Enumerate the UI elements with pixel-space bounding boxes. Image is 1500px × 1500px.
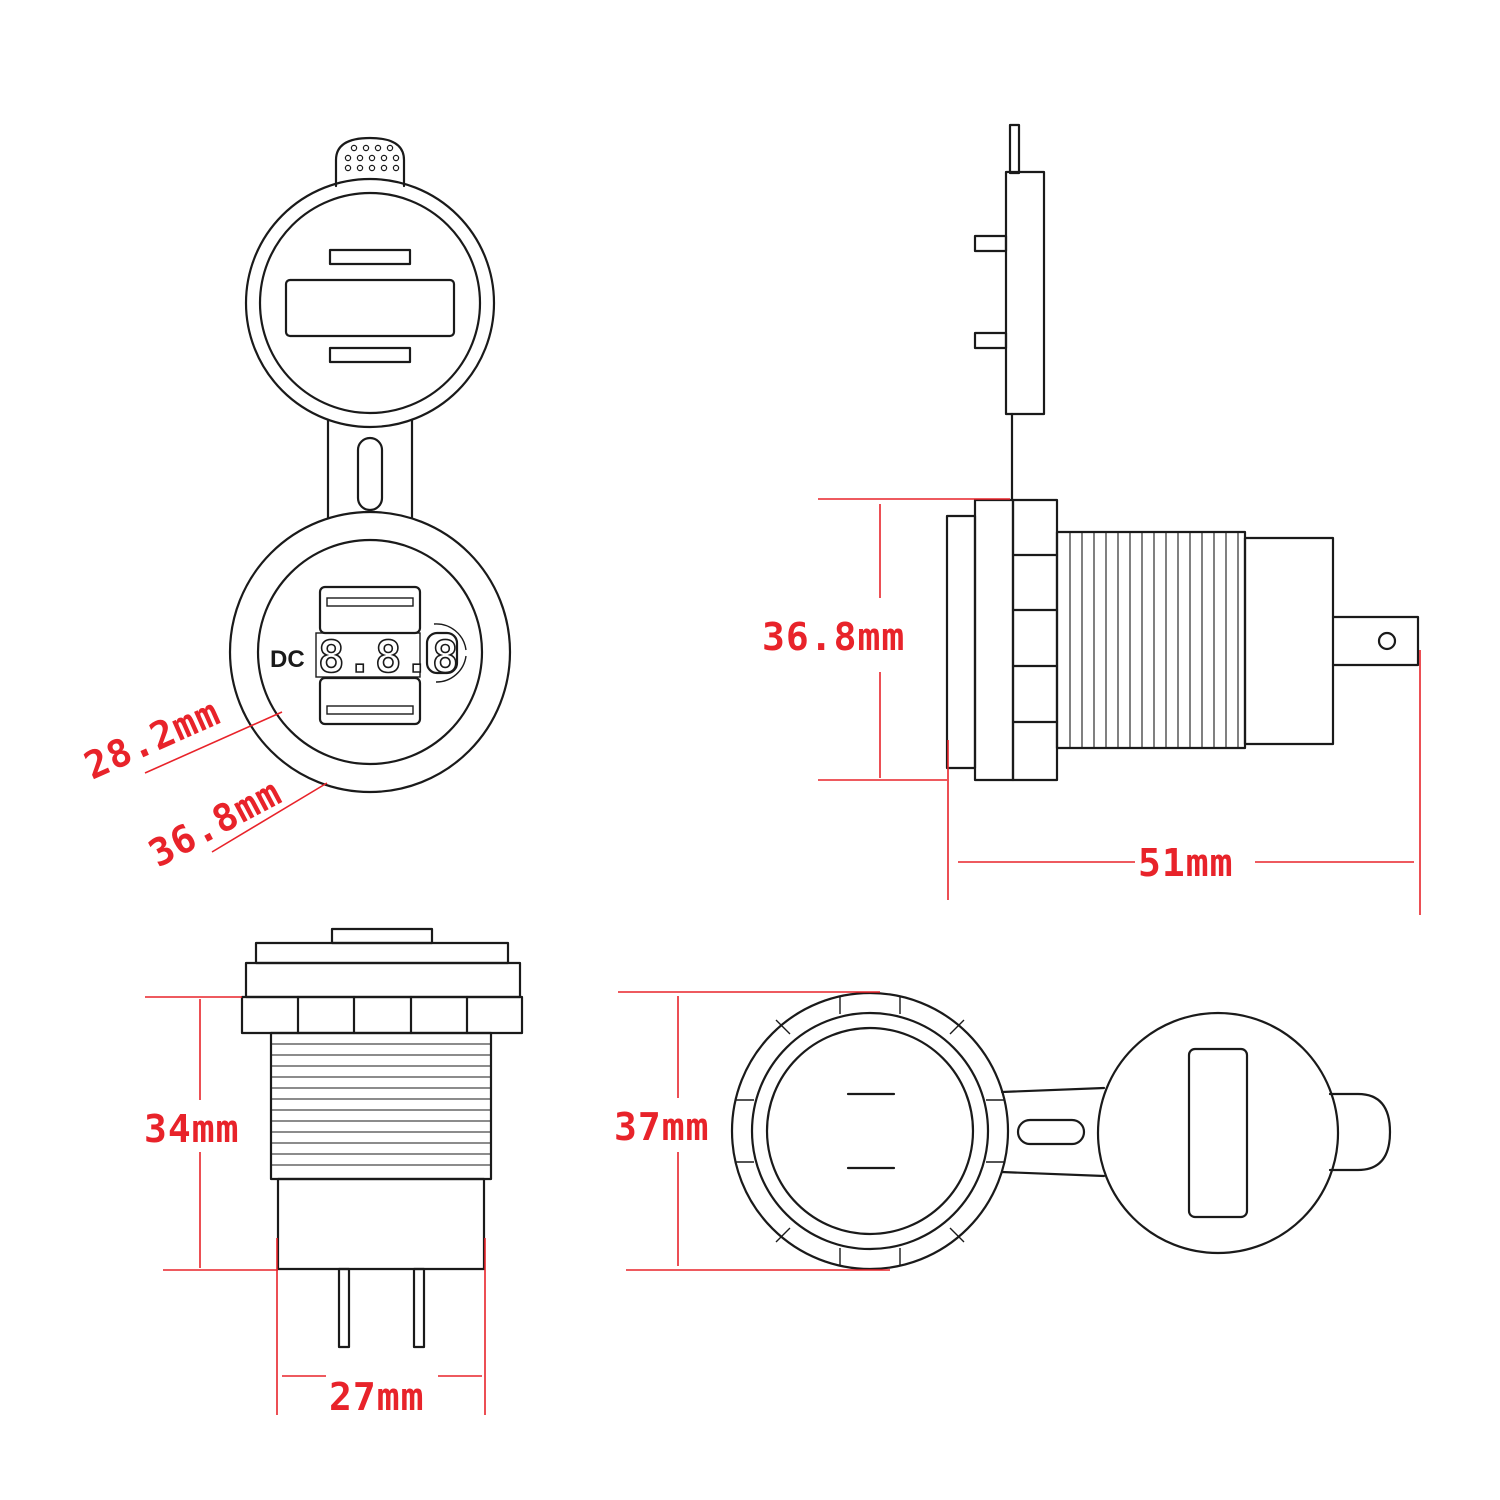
cap-window xyxy=(284,278,456,338)
tv-strap-slot xyxy=(1016,1118,1086,1146)
usb-port-bottom-tongue xyxy=(326,705,414,715)
side-cap-peg-bottom xyxy=(973,331,1008,350)
cap-inner-ring xyxy=(258,191,482,415)
dim-line-outer-diameter xyxy=(211,782,328,853)
bv-nut xyxy=(240,995,524,1035)
dim-overall-length: 51mm xyxy=(1138,841,1234,885)
bv-flange xyxy=(244,961,522,999)
voltmeter-display xyxy=(315,632,421,678)
side-terminal-hole xyxy=(1377,631,1397,651)
dc-label: DC xyxy=(270,646,305,673)
dim-cap-height: 37mm xyxy=(614,1105,710,1149)
cap-slot-top xyxy=(328,248,412,266)
tv-notch-marks xyxy=(736,996,1004,1266)
side-view: 36.8mm 51mm xyxy=(762,123,1421,915)
dim-line-inner-diameter xyxy=(144,711,283,774)
cap-strap xyxy=(326,418,414,520)
usb-port-top-tongue xyxy=(326,597,414,607)
side-cap-pull-tab xyxy=(1008,123,1021,175)
dim-outer-diameter: 36.8mm xyxy=(142,770,289,876)
socket-inner-ring xyxy=(256,538,484,766)
side-rear-housing xyxy=(1243,536,1335,746)
tv-socket-notch-ring xyxy=(750,1011,990,1251)
bv-rear-housing xyxy=(276,1177,486,1271)
cap-outer-ring xyxy=(244,177,496,429)
side-flange xyxy=(973,498,1015,782)
tv-cap-outer xyxy=(1096,1011,1340,1255)
bv-terminal-right xyxy=(412,1267,426,1349)
bottom-view: 34mm 27mm xyxy=(144,927,524,1419)
touch-switch xyxy=(425,631,459,675)
side-cap-peg-top xyxy=(973,234,1008,253)
side-thread-body xyxy=(1055,530,1247,750)
tv-strap xyxy=(1000,1086,1106,1178)
dim-flange-height: 36.8mm xyxy=(762,615,905,659)
cap-pull-tab xyxy=(334,136,406,188)
touch-switch-arc xyxy=(433,623,467,683)
voltmeter-readout: 8.8.8 xyxy=(318,632,460,683)
usb-port-top xyxy=(318,585,422,635)
side-face-ring xyxy=(945,514,977,770)
strap-slot xyxy=(356,436,384,512)
usb-port-bottom xyxy=(318,676,422,726)
top-view: 37mm xyxy=(614,991,1392,1271)
side-thread-lines xyxy=(1069,532,1239,748)
cap-slot-bottom xyxy=(328,346,412,364)
tv-cap-window xyxy=(1187,1047,1249,1219)
side-terminal-blade xyxy=(1331,615,1420,667)
front-view: DC 8.8.8 28.2mm 36.8mm xyxy=(78,136,512,876)
dim-body-width: 27mm xyxy=(329,1375,425,1419)
dim-body-height: 34mm xyxy=(144,1107,240,1151)
socket-outer-ring xyxy=(228,510,512,794)
side-nut xyxy=(1011,498,1059,782)
tv-socket-outer-ring xyxy=(730,991,1010,1271)
tab-grip-dots xyxy=(344,144,400,172)
bv-cap-hinge xyxy=(330,927,434,945)
bv-terminal-left xyxy=(337,1267,351,1349)
tv-cap-pull-tab xyxy=(1328,1092,1392,1172)
bv-thread-lines xyxy=(271,1043,491,1166)
side-cap-body xyxy=(1004,170,1046,416)
bv-face-ring xyxy=(254,941,510,965)
dim-inner-diameter: 28.2mm xyxy=(78,690,227,788)
tv-socket-face xyxy=(765,1026,975,1236)
